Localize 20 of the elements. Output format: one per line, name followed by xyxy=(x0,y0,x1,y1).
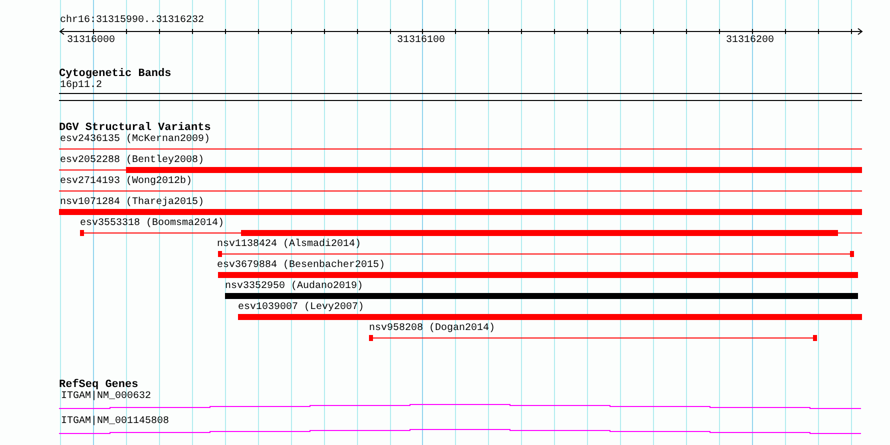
position-label: 31316000 xyxy=(67,35,116,47)
variant-label: esv1039007 (Levy2007) xyxy=(238,302,364,314)
track-heading: Cytogenetic Bands xyxy=(59,68,172,80)
track-heading: RefSeq Genes xyxy=(59,379,138,391)
transcript-label: ITGAM|NM_000632 xyxy=(61,391,152,403)
variant-label: esv2436135 (McKernan2009) xyxy=(60,134,210,146)
position-label: 31316200 xyxy=(726,35,774,47)
variant-label: esv3679884 (Besenbacher2015) xyxy=(217,260,386,272)
variant-label: esv2052288 (Bentley2008) xyxy=(60,155,204,167)
ruler-region-label: chr16:31315990..31316232 xyxy=(60,15,204,27)
variant-label: nsv1138424 (Alsmadi2014) xyxy=(217,239,362,251)
transcript-label: ITGAM|NM_001145808 xyxy=(61,416,170,428)
position-label: 31316100 xyxy=(397,35,446,47)
variant-label: nsv958208 (Dogan2014) xyxy=(369,323,496,335)
variant-label: nsv1071284 (Thareja2015) xyxy=(60,197,204,209)
variant-label: esv2714193 (Wong2012b) xyxy=(60,176,192,188)
track-heading: DGV Structural Variants xyxy=(59,122,211,134)
band-label: 16p11.2 xyxy=(60,80,102,92)
variant-label: nsv3352950 (Audano2019) xyxy=(225,281,364,293)
variant-label: esv3553318 (Boomsma2014) xyxy=(80,218,224,230)
